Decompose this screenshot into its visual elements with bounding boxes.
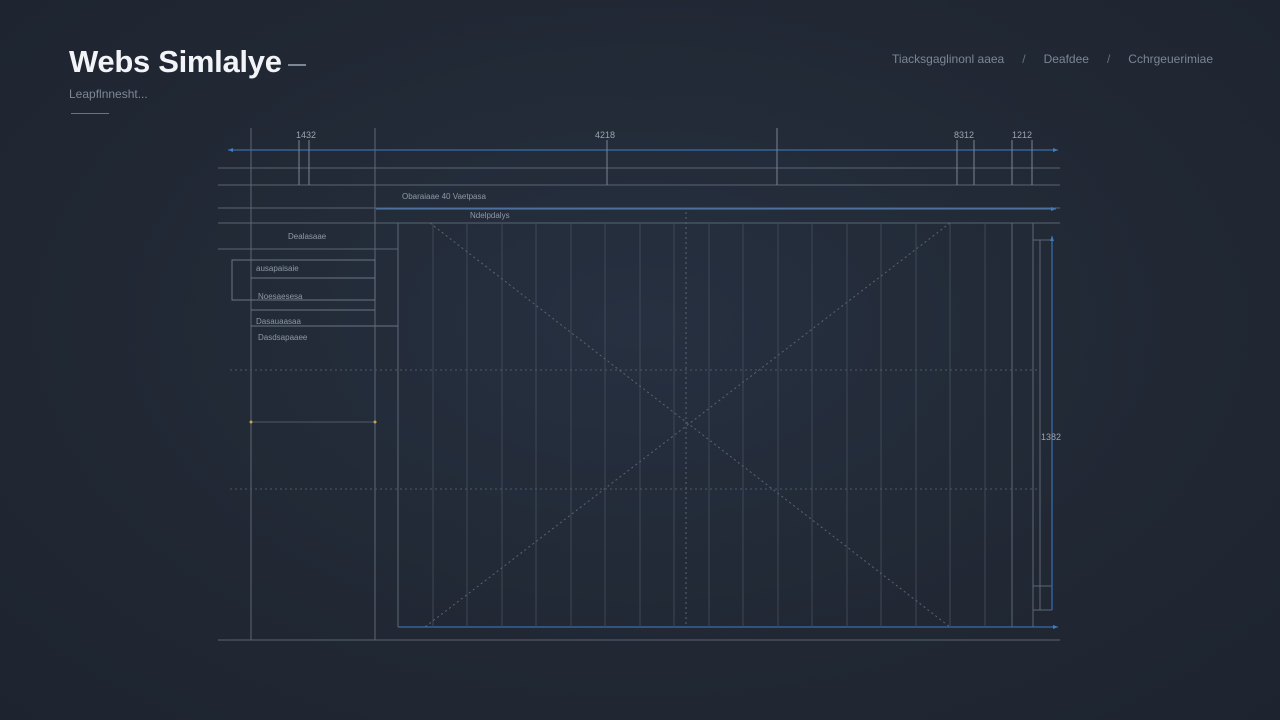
breadcrumb-separator: / bbox=[1106, 52, 1111, 66]
row-label-1: Obaraiaae 40 Vaetpasa bbox=[402, 192, 486, 201]
dimension-label-2: 4218 bbox=[595, 130, 615, 140]
sidebar-boxes bbox=[231, 259, 398, 423]
breadcrumb-separator: / bbox=[1022, 52, 1026, 66]
side-label-2: ausapaisaie bbox=[256, 264, 299, 273]
grid-columns bbox=[432, 223, 986, 627]
breadcrumb-item-3[interactable]: Cchrgeuerimiae bbox=[1128, 52, 1213, 66]
breadcrumb-item-1[interactable]: Tiacksgaglinonl aaea bbox=[891, 52, 1005, 66]
accent-lines bbox=[228, 149, 1058, 628]
dimension-label-4: 1212 bbox=[1012, 130, 1032, 140]
dimension-label-3: 8312 bbox=[954, 130, 974, 140]
accent-arrows bbox=[228, 148, 1058, 629]
breadcrumb-item-2[interactable]: Deafdee bbox=[1043, 52, 1089, 66]
side-label-5: Dasdsapaaee bbox=[258, 333, 308, 342]
side-label-4: Dasauaasaa bbox=[256, 317, 301, 326]
sidebar-markers bbox=[249, 420, 377, 424]
dimension-label-1: 1432 bbox=[296, 130, 316, 140]
side-label-1: Dealasaae bbox=[288, 232, 327, 241]
frame-lines bbox=[218, 167, 1060, 641]
row-label-2: Ndelpdalys bbox=[470, 211, 510, 220]
side-label-3: Noesaesesa bbox=[258, 292, 303, 301]
subtitle-rule bbox=[71, 113, 109, 114]
page-subtitle: Leapflnnesht... bbox=[69, 87, 148, 101]
top-ticks bbox=[298, 128, 1033, 185]
frame-verticals bbox=[250, 128, 1052, 640]
title-dash bbox=[288, 64, 306, 66]
page-title: Webs Simlalye bbox=[69, 44, 282, 79]
dashed-guides bbox=[230, 369, 1040, 490]
right-dimension-label: 1382 bbox=[1041, 432, 1061, 442]
breadcrumb: Tiacksgaglinonl aaea / Deafdee / Cchrgeu… bbox=[892, 52, 1213, 66]
diagonal-cross bbox=[424, 222, 951, 628]
